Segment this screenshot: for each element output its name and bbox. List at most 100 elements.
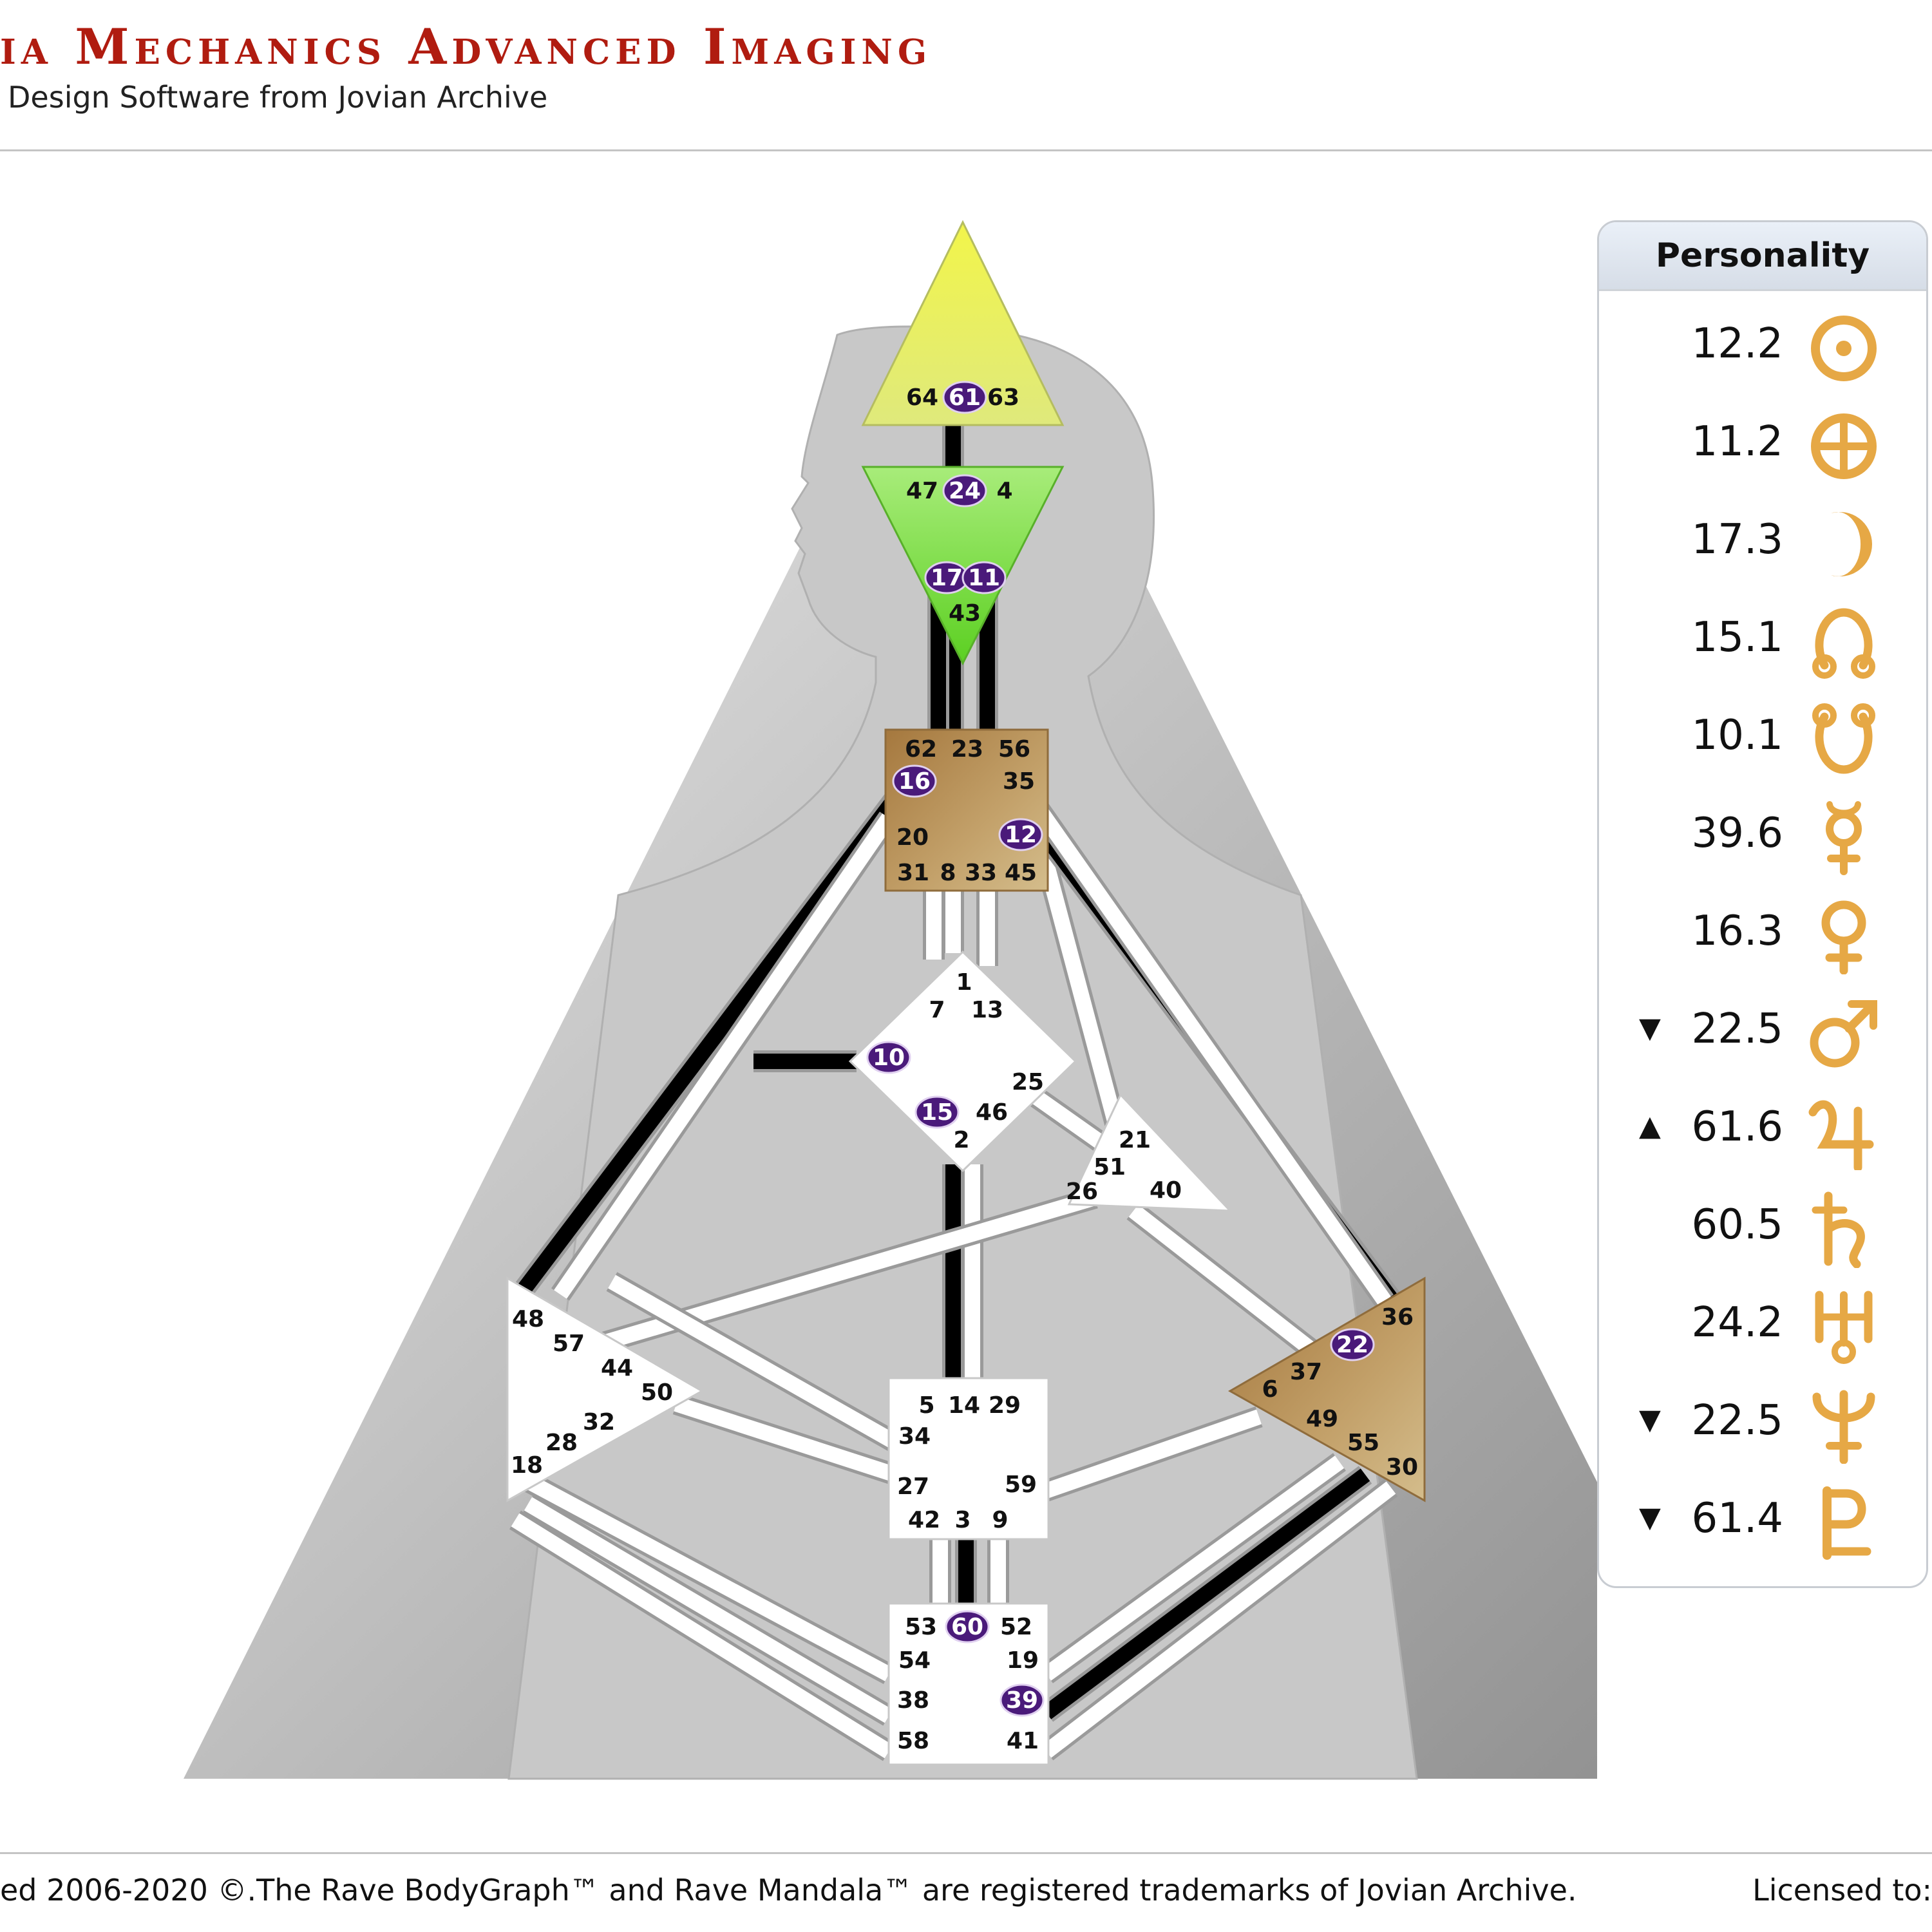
gate-17[interactable]: 17 — [931, 565, 963, 591]
personality-row[interactable]: 24.2 — [1599, 1281, 1926, 1379]
gate-7[interactable]: 7 — [929, 997, 945, 1023]
head-center — [861, 220, 1065, 426]
personality-row[interactable]: 17.3 — [1599, 498, 1926, 596]
gate-12[interactable]: 12 — [1005, 822, 1037, 848]
gate-line-value: 24.2 — [1691, 1299, 1784, 1347]
gate-60[interactable]: 60 — [951, 1614, 983, 1640]
gate-21[interactable]: 21 — [1119, 1127, 1151, 1153]
gate-line-value: 61.6 — [1691, 1103, 1784, 1151]
moon-icon — [1831, 512, 1872, 576]
gate-badge-12 — [998, 818, 1043, 851]
gate-13[interactable]: 13 — [971, 997, 1003, 1023]
gate-14[interactable]: 14 — [948, 1392, 980, 1419]
gate-10[interactable]: 10 — [873, 1045, 905, 1071]
gate-30[interactable]: 30 — [1386, 1454, 1418, 1481]
gate-8[interactable]: 8 — [940, 860, 956, 886]
gate-15[interactable]: 15 — [921, 1099, 953, 1126]
personality-row[interactable]: 60.5 — [1599, 1183, 1926, 1281]
gate-38[interactable]: 38 — [897, 1687, 929, 1714]
gate-6[interactable]: 6 — [1262, 1376, 1278, 1403]
channel-30-41 — [1041, 1481, 1396, 1758]
footer-divider — [0, 1852, 1932, 1854]
gate-48[interactable]: 48 — [512, 1306, 544, 1332]
personality-row[interactable]: 39.6 — [1599, 791, 1926, 889]
gate-64[interactable]: 64 — [906, 384, 938, 411]
gate-24[interactable]: 24 — [949, 478, 981, 504]
gate-badge-16 — [892, 764, 937, 798]
gate-58[interactable]: 58 — [897, 1728, 929, 1754]
personality-row[interactable]: 10.1 — [1599, 694, 1926, 791]
gate-36[interactable]: 36 — [1381, 1304, 1414, 1331]
gate-40[interactable]: 40 — [1150, 1177, 1182, 1204]
gate-52[interactable]: 52 — [1000, 1614, 1032, 1640]
personality-row[interactable]: 15.1 — [1599, 596, 1926, 694]
gate-29[interactable]: 29 — [989, 1392, 1021, 1419]
gate-51[interactable]: 51 — [1094, 1154, 1126, 1180]
mercury-icon — [1826, 801, 1862, 875]
gate-56[interactable]: 56 — [998, 736, 1030, 762]
gate-33[interactable]: 33 — [965, 860, 997, 886]
gate-27[interactable]: 27 — [897, 1473, 929, 1500]
gate-43[interactable]: 43 — [949, 600, 981, 627]
gate-63[interactable]: 63 — [987, 384, 1019, 411]
gate-54[interactable]: 54 — [898, 1647, 931, 1674]
gate-50[interactable]: 50 — [641, 1379, 673, 1406]
gate-61[interactable]: 61 — [949, 384, 981, 411]
gate-47[interactable]: 47 — [906, 478, 938, 504]
gate-line-value: 16.3 — [1691, 907, 1784, 955]
gate-5[interactable]: 5 — [918, 1392, 934, 1419]
gate-3[interactable]: 3 — [954, 1507, 971, 1533]
gate-badge-11 — [961, 561, 1007, 594]
gate-line-value: 11.2 — [1691, 418, 1784, 466]
north-node-icon — [1812, 608, 1875, 679]
personality-row[interactable]: ▼22.5 — [1599, 987, 1926, 1085]
gate-line-value: 10.1 — [1691, 712, 1784, 759]
gate-20[interactable]: 20 — [896, 824, 929, 851]
gate-45[interactable]: 45 — [1005, 860, 1037, 886]
gate-59[interactable]: 59 — [1005, 1472, 1037, 1498]
gate-32[interactable]: 32 — [583, 1409, 615, 1435]
gate-41[interactable]: 41 — [1007, 1728, 1039, 1754]
gate-31[interactable]: 31 — [897, 860, 929, 886]
gate-62[interactable]: 62 — [905, 736, 937, 762]
gate-55[interactable]: 55 — [1347, 1430, 1379, 1456]
personality-row[interactable]: 11.2 — [1599, 400, 1926, 498]
personality-row[interactable]: 12.2 — [1599, 302, 1926, 400]
footer-license[interactable]: Licensed to: — [1752, 1873, 1932, 1908]
gate-11[interactable]: 11 — [968, 565, 1000, 591]
gate-25[interactable]: 25 — [1012, 1069, 1044, 1095]
gate-badge-39 — [999, 1683, 1045, 1717]
gate-49[interactable]: 49 — [1306, 1406, 1338, 1432]
gate-line-value: 60.5 — [1691, 1201, 1784, 1249]
personality-row[interactable]: ▼22.5 — [1599, 1379, 1926, 1477]
gate-44[interactable]: 44 — [601, 1355, 633, 1381]
gate-23[interactable]: 23 — [951, 736, 983, 762]
personality-row[interactable]: ▼61.4 — [1599, 1477, 1926, 1575]
gate-2[interactable]: 2 — [953, 1127, 969, 1153]
gate-line-value: 17.3 — [1691, 516, 1784, 564]
gate-28[interactable]: 28 — [545, 1430, 578, 1456]
gate-badge-61 — [942, 381, 987, 414]
personality-row[interactable]: 16.3 — [1599, 889, 1926, 987]
gate-34[interactable]: 34 — [898, 1423, 931, 1450]
gate-19[interactable]: 19 — [1007, 1647, 1039, 1674]
gate-37[interactable]: 37 — [1290, 1359, 1322, 1385]
gate-39[interactable]: 39 — [1006, 1687, 1038, 1714]
gate-4[interactable]: 4 — [996, 478, 1012, 504]
gate-16[interactable]: 16 — [898, 768, 931, 795]
gate-18[interactable]: 18 — [511, 1452, 543, 1479]
ego-center — [1067, 1093, 1233, 1212]
gate-46[interactable]: 46 — [976, 1099, 1008, 1126]
gate-22[interactable]: 22 — [1336, 1332, 1368, 1358]
gate-1[interactable]: 1 — [956, 969, 972, 996]
gate-53[interactable]: 53 — [905, 1614, 937, 1640]
gate-9[interactable]: 9 — [992, 1507, 1008, 1533]
personality-row[interactable]: ▲61.6 — [1599, 1085, 1926, 1183]
gate-57[interactable]: 57 — [553, 1331, 585, 1357]
gate-35[interactable]: 35 — [1003, 768, 1035, 795]
app-subtitle: Design Software from Jovian Archive — [8, 80, 548, 115]
gate-42[interactable]: 42 — [908, 1507, 940, 1533]
gate-26[interactable]: 26 — [1066, 1179, 1098, 1205]
